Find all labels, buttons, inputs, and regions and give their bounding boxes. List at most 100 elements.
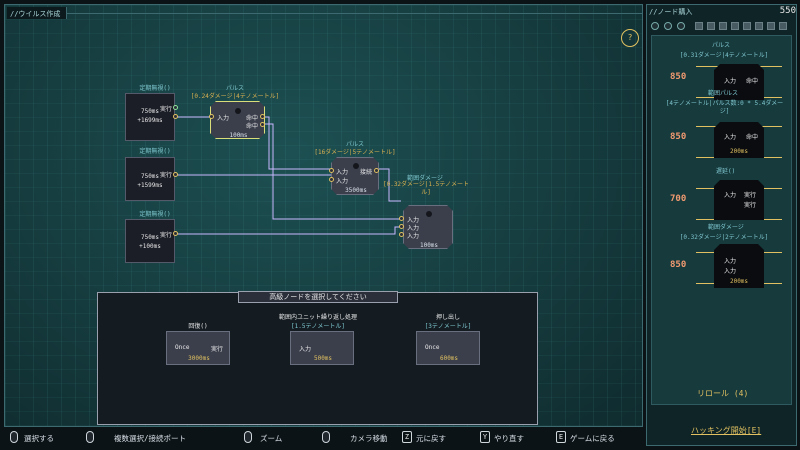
hint-label: 元に戻す xyxy=(416,434,446,443)
shop-item-price: 700 xyxy=(670,194,687,204)
trigger-node[interactable]: 750ms +100ms xyxy=(125,219,175,263)
repeat-node-card[interactable]: 入力 500ms xyxy=(290,331,354,365)
input-port[interactable] xyxy=(209,114,214,119)
port-label: 入力 xyxy=(724,258,737,265)
port-label: 入力 xyxy=(724,78,737,85)
node-shop-panel: //ノード購入 550 パルス [0.31ダメージ|4テノメートル] 850 入… xyxy=(646,4,797,446)
help-icon[interactable]: ? xyxy=(621,29,639,47)
port-label: 実行 xyxy=(744,192,757,199)
input-port[interactable] xyxy=(329,177,334,182)
area-node-stats: [0.32ダメージ|1.5テノメート ル] xyxy=(382,181,470,196)
shop-item-card[interactable]: 入力 実行 実行 xyxy=(714,180,764,220)
inventory-slot[interactable] xyxy=(755,22,763,30)
shop-item-stats: [0.32ダメージ|2テノメートル] xyxy=(679,234,769,241)
reroll-button[interactable]: リロール (4) xyxy=(697,389,749,398)
port-label: Once xyxy=(175,344,190,351)
shop-item-stats: [0.31ダメージ|4テノメートル] xyxy=(679,52,769,59)
wire xyxy=(263,123,401,220)
area-node[interactable]: 100ms xyxy=(403,205,453,249)
hint-label: ズーム xyxy=(260,434,283,443)
shop-item-card[interactable]: 入力 命中 xyxy=(714,64,764,100)
shop-item-price: 850 xyxy=(670,132,687,142)
port-label: 入力 xyxy=(336,169,349,176)
port-label: 実行 xyxy=(160,232,173,239)
port-label: 入力 xyxy=(299,346,312,353)
shop-item-card[interactable]: 入力 入力 200ms xyxy=(714,244,764,288)
scroll-wheel-icon xyxy=(244,431,252,443)
port-label: 命中 xyxy=(246,115,259,122)
output-port[interactable] xyxy=(173,172,178,177)
pulse-node-stats: [16ダメージ|5テノメートル] xyxy=(314,149,396,156)
modal-title: 高級ノードを選択してください xyxy=(238,291,398,303)
hint-label: やり直す xyxy=(494,434,524,443)
inventory-slot[interactable] xyxy=(743,22,751,30)
trigger-interval: 750ms xyxy=(140,108,160,115)
output-port[interactable] xyxy=(374,168,379,173)
shop-item-name: 遅延() xyxy=(716,168,736,175)
inventory-slot[interactable] xyxy=(779,22,787,30)
trigger-interval: 750ms xyxy=(140,173,160,180)
inventory-slot[interactable] xyxy=(767,22,775,30)
shop-tab: //ノード購入 xyxy=(649,8,693,16)
inventory-slot[interactable] xyxy=(719,22,727,30)
hint-label: 複数選択/接続ポート xyxy=(114,434,187,443)
shop-item-stats: [4テノメートル|パルス数:0 * 5.4ダメージ] xyxy=(665,100,784,115)
input-port[interactable] xyxy=(399,216,404,221)
card-stats: [1.5テノメートル] xyxy=(291,323,345,330)
trigger-node[interactable]: 750ms +1599ms xyxy=(125,157,175,201)
filter-icon[interactable] xyxy=(651,22,659,30)
wires-layer xyxy=(175,116,401,235)
trigger-node-title: 定期無視() xyxy=(139,211,171,218)
shop-item-card[interactable]: 入力 命中 200ms xyxy=(714,122,764,158)
pulse-node[interactable]: 3500ms xyxy=(331,157,379,195)
pulse-node-stats: [0.24ダメージ|4テノメートル] xyxy=(190,93,280,100)
input-port[interactable] xyxy=(399,224,404,229)
node-editor-panel[interactable]: //ウイルス作成 ? 定期無視() 750ms +1699ms 実行 定期無視(… xyxy=(4,4,643,427)
pulse-node[interactable]: 100ms xyxy=(210,101,265,139)
heal-node-card[interactable]: Once 実行 3000ms xyxy=(166,331,230,365)
pulse-node-title: パルス xyxy=(345,141,364,148)
port-label: 接続 xyxy=(360,169,373,176)
shop-item-price: 850 xyxy=(670,72,687,82)
start-hacking-button[interactable]: ハッキング開始[E] xyxy=(691,426,762,435)
node-time: 3500ms xyxy=(345,187,367,194)
hint-label: ゲームに戻る xyxy=(570,434,615,443)
filter-icon[interactable] xyxy=(664,22,672,30)
port-label: 入力 xyxy=(724,134,737,141)
input-port[interactable] xyxy=(399,232,404,237)
trigger-interval: 750ms xyxy=(140,234,160,241)
inventory-slot[interactable] xyxy=(707,22,715,30)
hint-label: 選択する xyxy=(24,434,54,443)
shop-item-name: 範囲ダメージ xyxy=(708,224,744,231)
node-socket xyxy=(235,108,241,114)
port-label: 入力 xyxy=(336,178,349,185)
editor-tab: //ウイルス作成 xyxy=(7,7,67,19)
inventory-slot[interactable] xyxy=(731,22,739,30)
area-node-title: 範囲ダメージ xyxy=(407,175,443,182)
port-label: 入力 xyxy=(217,115,230,122)
key-y-icon: Y xyxy=(480,431,490,443)
node-time: 500ms xyxy=(313,355,333,362)
output-port[interactable] xyxy=(260,114,265,119)
push-node-card[interactable]: Once 600ms xyxy=(416,331,480,365)
wire xyxy=(175,226,401,235)
inventory-slot[interactable] xyxy=(695,22,703,30)
port-label: 実行 xyxy=(211,346,224,353)
node-socket xyxy=(353,163,359,169)
port-label: 命中 xyxy=(246,123,259,130)
trigger-offset: +100ms xyxy=(139,243,161,250)
input-port[interactable] xyxy=(329,168,334,173)
node-socket xyxy=(426,211,432,217)
output-port[interactable] xyxy=(173,105,178,110)
node-time: 100ms xyxy=(419,242,439,249)
filter-icon[interactable] xyxy=(677,22,685,30)
output-port[interactable] xyxy=(260,122,265,127)
output-port[interactable] xyxy=(173,114,178,119)
trigger-node-title: 定期無視() xyxy=(139,148,171,155)
shop-item-price: 850 xyxy=(670,260,687,270)
trigger-node[interactable]: 750ms +1699ms xyxy=(125,93,175,141)
node-time: 200ms xyxy=(729,148,749,155)
card-title: 回復() xyxy=(188,323,208,330)
output-port[interactable] xyxy=(173,231,178,236)
wire xyxy=(377,168,401,202)
